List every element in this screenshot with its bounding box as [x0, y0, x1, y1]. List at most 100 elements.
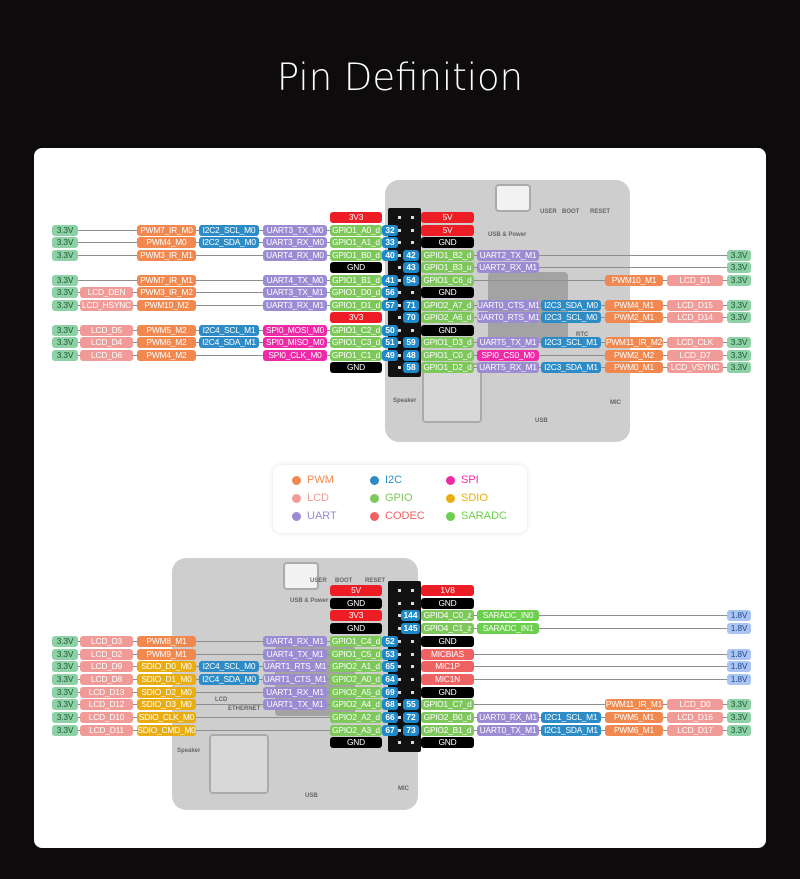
left-voltage-label: 3.3V [52, 661, 78, 673]
header-pin [398, 353, 401, 357]
left-gpio-label: 3V3 [330, 212, 382, 223]
left-function-label: SDIO_D3_M0 [137, 699, 196, 711]
left-pin-number: 52 [382, 635, 398, 647]
right-i2c-label: PWM2_M1 [605, 312, 663, 323]
right-gpio-label: 3.3V [727, 274, 751, 286]
board-label: MIC [398, 786, 409, 792]
header-pin [398, 341, 401, 344]
left-lcd-label: LCD_D8 [80, 673, 133, 685]
legend-item-saradc: SARADC [446, 510, 507, 522]
legend-label: I2C [385, 474, 403, 486]
left-uart-label: UART1_RX_M1 [263, 686, 327, 698]
connector-line [70, 254, 335, 256]
left-gpio-label: GPIO1_B1_d [330, 274, 382, 286]
ethernet-jack [208, 734, 269, 795]
right-pin-number: 59 [403, 337, 419, 348]
legend-dot-icon [446, 475, 455, 485]
left-gpio-label: GPIO2_A0_d [330, 673, 382, 685]
left-function-label: PWM6_M2 [137, 337, 196, 348]
left-uart-label: UART3_RX_M1 [263, 299, 327, 311]
usb-c-connector [495, 184, 532, 212]
right-pin-number: 72 [403, 712, 419, 723]
board-label: RESET [590, 209, 611, 215]
left-uart-label: UART3_TX_M0 [263, 224, 327, 236]
legend-label: SDIO [461, 492, 488, 504]
right-function-label: I2C1_SCL_M1 [541, 712, 601, 723]
left-voltage-label: 3.3V [52, 224, 78, 236]
left-gpio-label: GPIO1_A1_d [330, 237, 382, 248]
right-pin-number: 42 [403, 249, 419, 261]
left-function-label: PWM5_M2 [137, 324, 196, 336]
right-voltage-label: GPIO2_B1_d [421, 724, 474, 736]
connector-line [470, 628, 730, 630]
connector-line [70, 292, 335, 293]
right-voltage-label: GND [421, 324, 474, 336]
legend-dot-icon [370, 511, 379, 521]
left-lcd-label: LCD_D11 [80, 724, 133, 736]
right-pin-number: 70 [403, 312, 419, 323]
left-voltage-label: 3.3V [52, 274, 78, 286]
right-lcd-label: UART0_CTS_M1 [477, 299, 539, 311]
legend-label: SARADC [461, 510, 507, 522]
header-pin [398, 665, 401, 669]
right-lcd-label: SARADC_IN0 [477, 610, 539, 622]
right-voltage-label: 5V [421, 224, 474, 236]
left-gpio-label: GND [330, 623, 382, 635]
left-voltage-label: 3.3V [52, 299, 78, 311]
left-uart-label: UART1_RTS_M1 [263, 661, 327, 673]
header-pin [411, 589, 414, 592]
left-i2c-label: I2C4_SCL_M1 [199, 324, 259, 336]
right-gpio-label: 3.3V [727, 712, 751, 723]
header-pin [398, 690, 401, 694]
header-pin [398, 216, 401, 219]
header-pin [411, 601, 414, 605]
right-gpio-label: 3.3V [727, 312, 751, 323]
header-pin [398, 652, 401, 656]
board-label: Speaker [393, 398, 417, 404]
left-gpio-label: GPIO1_A0_d [330, 224, 382, 236]
connector-line [70, 304, 335, 306]
right-i2c-label: PWM11_IR_M1 [605, 699, 663, 711]
connector-line [470, 354, 730, 356]
legend-dot-icon [446, 493, 455, 503]
legend-dot-icon [446, 511, 455, 521]
left-gpio-label: GPIO1_C3_d [330, 337, 382, 348]
left-function-label: SDIO_CMD_M0 [137, 724, 196, 736]
left-lcd-label: LCD_D3 [80, 635, 133, 647]
connector-line [70, 640, 335, 642]
left-i2c-label: I2C4_SDA_M0 [199, 673, 259, 685]
left-pin-number: 56 [382, 287, 398, 298]
legend-dot-icon [370, 493, 379, 503]
header-pin [398, 703, 401, 707]
right-gpio-label: 3.3V [727, 249, 751, 261]
connector-line [70, 653, 335, 655]
right-voltage-label: GND [421, 287, 474, 298]
left-voltage-label: 3.3V [52, 712, 78, 723]
right-voltage-label: MIC1N [421, 673, 474, 685]
legend-label: SPI [461, 474, 479, 486]
right-pin-number: 48 [403, 349, 419, 361]
header-pin [398, 328, 401, 332]
page-title: Pin Definition [276, 56, 524, 99]
left-voltage-label: 3.3V [52, 324, 78, 336]
right-pin-number: 43 [403, 262, 419, 273]
board-label: BOOT [335, 578, 353, 584]
left-pin-number: 50 [382, 324, 398, 336]
board-label: MIC [610, 400, 621, 406]
right-lcd-label: SPI0_CS0_M0 [477, 349, 539, 361]
left-gpio-label: GND [330, 362, 382, 373]
right-voltage-label: GPIO1_C7_d [421, 699, 474, 711]
left-voltage-label: 3.3V [52, 237, 78, 248]
right-gpio-label: 1.8V [727, 610, 751, 622]
connector-line [470, 615, 730, 617]
left-i2c-label: I2C4_SDA_M1 [199, 337, 259, 348]
left-function-label: PWM9_M1 [137, 648, 196, 660]
legend-item-i2c: I2C [370, 474, 402, 486]
header-pin [398, 728, 401, 732]
left-gpio-label: GPIO1_D1_d [330, 299, 382, 311]
header-pin [411, 228, 414, 232]
left-gpio-label: 3V3 [330, 610, 382, 622]
left-uart-label: UART3_RX_M0 [263, 237, 327, 248]
legend-item-uart: UART [292, 510, 337, 522]
